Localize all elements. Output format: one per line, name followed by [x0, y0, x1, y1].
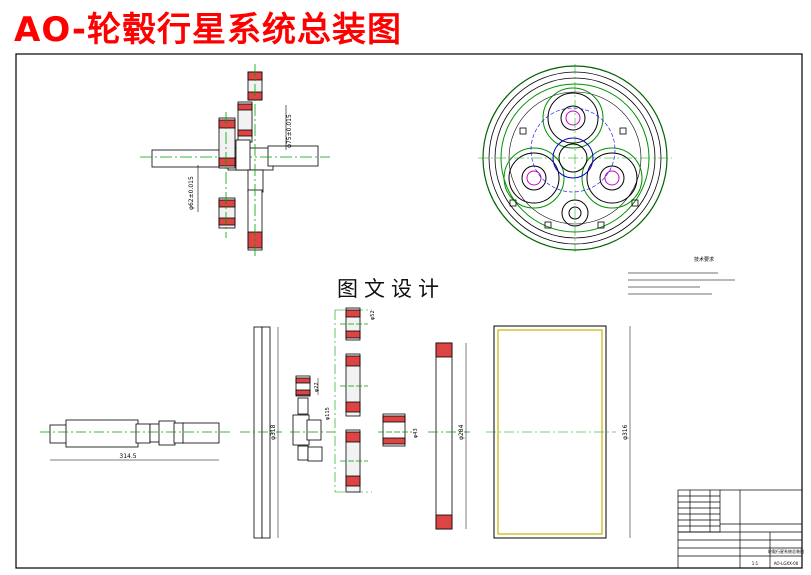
planet-gear-1 [340, 307, 368, 341]
design-watermark-banner: 图文设计 [337, 277, 445, 301]
assembly-side-view [140, 64, 330, 258]
dim-carrier-plate: φ318 [270, 424, 277, 440]
inner-ring-part [428, 342, 470, 530]
dim-ring-inner: φ284 [458, 424, 465, 440]
dim-input-shaft-length: 314.5 [119, 453, 136, 460]
dim-ring-large: φ316 [622, 424, 629, 440]
planet-gear-2 [340, 353, 368, 417]
tech-req-heading: 技术要求 [694, 256, 714, 263]
housing-part [486, 325, 631, 539]
sheet-border [15, 53, 803, 569]
planet-gear-3 [340, 429, 368, 493]
spacer-ring-part [378, 413, 412, 447]
title-block-name: 轮毂行星系统总装图 [768, 548, 804, 554]
carrier-plate-part [240, 326, 282, 539]
drawing-title: AO-轮毂行星系统总装图 [14, 10, 402, 50]
title-block-scale: 1:1 [752, 561, 759, 566]
dim-assembly-h: φ62±0.015 [188, 176, 195, 210]
title-block-drawing-no: AO-LGXX-00 [774, 561, 799, 566]
technical-requirements: 技术要求 [628, 256, 735, 295]
title-block [677, 489, 803, 569]
dim-assembly-v1: φ75±0.015 [286, 114, 293, 148]
dim-shaft-d1: φ22 [314, 382, 320, 392]
dim-planet: φ52 [370, 310, 376, 320]
dim-spacer: φ43 [413, 428, 419, 438]
sun-shaft-part [290, 375, 335, 462]
dim-assembly-v2: φ115 [325, 407, 331, 420]
planetary-front-view [478, 64, 672, 252]
input-shaft-part [40, 419, 230, 461]
